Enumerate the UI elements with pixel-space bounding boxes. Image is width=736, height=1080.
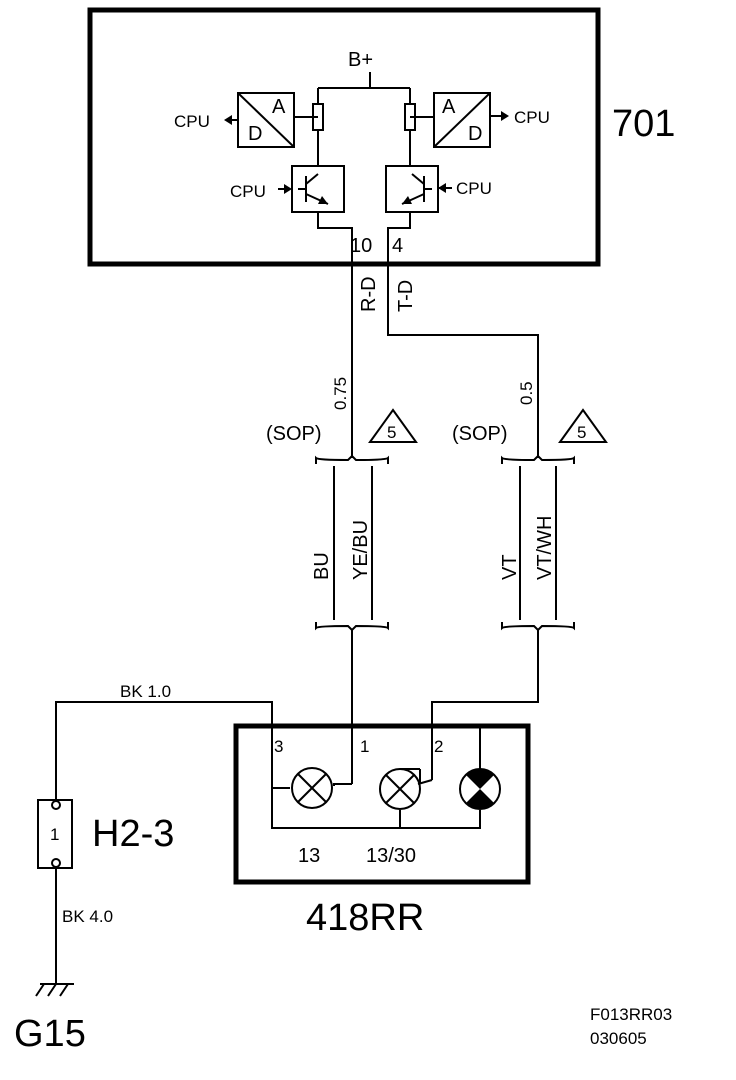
- right-transistor-cpu-label: CPU: [456, 179, 492, 198]
- lamp-terminal-13: 13: [298, 845, 320, 867]
- left-adc-a-label: A: [272, 96, 286, 118]
- right-adc: A D: [433, 92, 491, 148]
- right-adc-a-label: A: [442, 96, 456, 118]
- ecu-id: 701: [612, 103, 675, 145]
- ground-id: G15: [14, 1013, 86, 1055]
- lamp-pin-1: 1: [360, 737, 369, 756]
- ecu-box: [87, 7, 601, 267]
- connector-id: H2-3: [92, 813, 174, 855]
- footer-code: F013RR03: [590, 1005, 672, 1024]
- right-signal-wire: [387, 264, 539, 458]
- right-transistor-arrow-icon: [438, 183, 446, 193]
- footer-date: 030605: [590, 1029, 647, 1048]
- ground-wire-top: [55, 701, 273, 800]
- ecu-pin-10: 10: [350, 235, 372, 257]
- right-color-1: VT: [499, 554, 521, 580]
- left-color-2: YE/BU: [350, 520, 372, 580]
- ecu-pin-4: 4: [392, 235, 403, 257]
- indicator-lamp-icon: [459, 768, 501, 810]
- left-sop-label: (SOP): [266, 423, 322, 445]
- right-sop-label: (SOP): [452, 423, 508, 445]
- right-adc-d-label: D: [468, 123, 482, 145]
- lamp-pin-2: 2: [434, 737, 443, 756]
- left-color-1: BU: [311, 552, 333, 580]
- left-adc-d-label: D: [248, 123, 262, 145]
- right-adc-arrow-icon: [501, 111, 509, 121]
- lamp-unit-id: 418RR: [306, 897, 424, 939]
- lamp-pin-3: 3: [274, 737, 283, 756]
- right-transistor-icon: [385, 165, 439, 213]
- right-adc-cpu-label: CPU: [514, 108, 550, 127]
- left-adc-cpu-label: CPU: [174, 112, 210, 131]
- left-transistor-cpu-label: CPU: [230, 182, 266, 201]
- ground-wire-bottom-label: BK 4.0: [62, 907, 113, 926]
- right-color-2: VT/WH: [534, 516, 556, 580]
- right-wire-pair: [501, 454, 575, 632]
- left-gauge-label: 0.75: [331, 377, 350, 410]
- lamp-middle-icon: [379, 768, 421, 810]
- lamp-unit-box: [233, 723, 531, 885]
- ecu-supply-label: B+: [348, 49, 373, 71]
- left-adc: A D: [237, 92, 295, 148]
- signal-right-label: T-D: [395, 280, 417, 312]
- connector-pin: 1: [50, 825, 59, 844]
- left-transistor-icon: [291, 165, 345, 213]
- right-note-number: 5: [577, 423, 586, 442]
- left-transistor-arrow-icon: [284, 184, 292, 194]
- lamp-left-icon: [291, 767, 333, 809]
- right-gauge-label: 0.5: [517, 381, 536, 405]
- signal-left-label: R-D: [358, 276, 380, 312]
- right-note-triangle: [558, 408, 608, 443]
- left-note-triangle: [368, 408, 418, 443]
- left-adc-arrow-icon: [224, 115, 232, 125]
- left-note-number: 5: [387, 423, 396, 442]
- ground-wire-top-label: BK 1.0: [120, 682, 171, 701]
- ground-symbol-icon: [35, 983, 74, 997]
- lamp-terminal-13-30: 13/30: [366, 845, 416, 867]
